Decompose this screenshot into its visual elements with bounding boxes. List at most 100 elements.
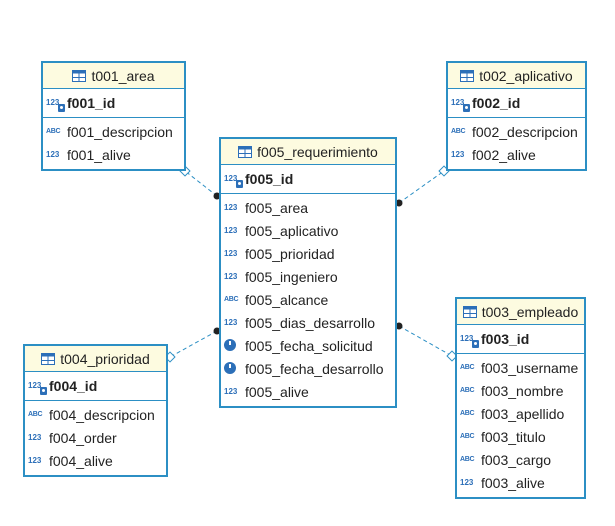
relation-many-end-dot xyxy=(395,199,403,207)
entity-header[interactable]: t002_aplicativo xyxy=(448,63,585,89)
column-row[interactable]: 123 f005_aplicativo xyxy=(221,219,395,242)
primary-key-number-icon: 123 xyxy=(460,334,479,348)
entity-header[interactable]: t001_area xyxy=(43,63,184,89)
column-name: f005_area xyxy=(245,199,309,216)
entity-header[interactable]: f005_requerimiento xyxy=(221,139,395,165)
columns-section: ABC f001_descripcion 123 f001_alive xyxy=(43,118,184,169)
number-type-icon: 123 xyxy=(224,317,238,327)
column-name: f003_nombre xyxy=(481,382,564,399)
column-name: f001_id xyxy=(67,94,116,111)
text-type-icon: ABC xyxy=(460,387,475,394)
column-name: f005_fecha_desarrollo xyxy=(245,360,384,377)
table-icon xyxy=(460,69,475,82)
column-name: f004_alive xyxy=(49,452,113,469)
column-row[interactable]: ABC f001_descripcion xyxy=(43,120,184,143)
column-row[interactable]: 123 f002_alive xyxy=(448,143,585,166)
key-icon xyxy=(58,103,65,112)
column-row[interactable]: ABC f003_nombre xyxy=(457,379,584,402)
table-icon xyxy=(41,352,56,365)
column-name: f005_aplicativo xyxy=(245,222,339,239)
column-name: f004_order xyxy=(49,429,117,446)
relation-line-t001-area[interactable] xyxy=(184,170,218,197)
primary-key-number-icon: 123 xyxy=(451,98,470,112)
text-type-icon: ABC xyxy=(28,411,43,418)
column-row[interactable]: f005_fecha_desarrollo xyxy=(221,357,395,380)
number-type-icon: 123 xyxy=(451,149,465,159)
number-type-icon: 123 xyxy=(28,455,42,465)
clock-icon xyxy=(224,361,236,374)
entity-title: t001_area xyxy=(91,67,155,84)
number-type-icon: 123 xyxy=(224,386,238,396)
number-type-icon: 123 xyxy=(46,149,60,159)
number-type-icon: 123 xyxy=(224,248,238,258)
key-icon xyxy=(236,179,243,188)
key-icon xyxy=(40,386,47,395)
column-name: f001_alive xyxy=(67,146,131,163)
key-icon xyxy=(472,339,479,348)
column-name: f002_id xyxy=(472,94,521,111)
relation-many-end-dot xyxy=(213,192,221,200)
calendar-clock-icon xyxy=(224,361,243,376)
column-name: f001_descripcion xyxy=(67,123,173,140)
column-name: f002_alive xyxy=(472,146,536,163)
entity-title: t004_prioridad xyxy=(60,350,150,367)
column-row[interactable]: 123 f001_alive xyxy=(43,143,184,166)
text-type-icon: ABC xyxy=(46,128,61,135)
column-row[interactable]: ABC f004_descripcion xyxy=(25,403,166,426)
text-type-icon: ABC xyxy=(460,410,475,417)
relation-line-t002-aplicativo[interactable] xyxy=(398,170,445,204)
table-icon xyxy=(238,145,253,158)
column-row[interactable]: 123 f004_alive xyxy=(25,449,166,472)
column-row[interactable]: 123 f005_alive xyxy=(221,380,395,403)
relation-line-t003-empleado[interactable] xyxy=(398,325,453,357)
relation-many-end-dot xyxy=(395,322,403,330)
text-type-icon: ABC xyxy=(460,364,475,371)
column-name: f004_id xyxy=(49,377,98,394)
entity-header[interactable]: t003_empleado xyxy=(457,299,584,325)
key-icon xyxy=(463,103,470,112)
clock-icon xyxy=(224,338,236,351)
column-name: f005_ingeniero xyxy=(245,268,338,285)
entity-header[interactable]: t004_prioridad xyxy=(25,346,166,372)
relation-line-t004-prioridad[interactable] xyxy=(169,330,218,358)
column-name: f003_id xyxy=(481,330,530,347)
column-row[interactable]: f005_fecha_solicitud xyxy=(221,334,395,357)
primary-key-number-icon: 123 xyxy=(224,174,243,188)
column-name: f005_alive xyxy=(245,383,309,400)
column-name: f004_descripcion xyxy=(49,406,155,423)
relation-many-end-dot xyxy=(213,327,221,335)
number-type-icon: 123 xyxy=(224,225,238,235)
relation-one-end-diamond xyxy=(446,350,458,362)
primary-key-number-icon: 123 xyxy=(46,98,65,112)
